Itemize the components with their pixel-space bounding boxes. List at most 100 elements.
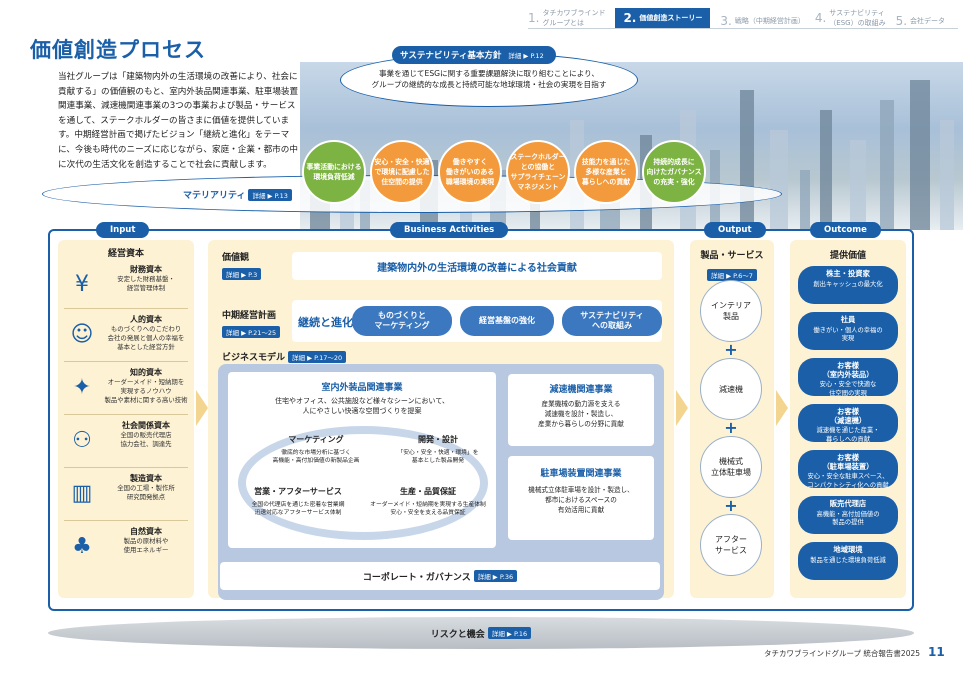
risk-opportunity-bar: リスクと機会詳細 ▶ P.16 [48, 617, 914, 649]
parking-desc: 機械式立体駐車場を設計・製造し、 都市におけるスペースの 有効活用に貢献 [528, 486, 634, 514]
outcome-item-7: 地域環境製品を通じた環境負荷低減 [798, 542, 898, 580]
model-ref[interactable]: 詳細 ▶ P.17〜20 [288, 351, 347, 363]
outcome-title: 販売代理店 [829, 499, 867, 508]
plan-ref[interactable]: 詳細 ▶ P.21〜25 [222, 326, 281, 338]
capital-divider [64, 361, 188, 362]
business-cycle-ring [238, 426, 488, 540]
nav-item-4[interactable]: 4.サステナビリティ （ESG）の取組み [815, 8, 886, 28]
capital-desc: ものづくりへのこだわり 会社の発展と個人の幸福を 基本とした経営方針 [107, 325, 185, 351]
outcome-desc: 減速機を通じた産業・ 暮らしへの貢献 [816, 427, 880, 443]
capital-3: ✦知的資本オーダーメイド・短納期を 実現するノウハウ 製品や素材に関する高い技術 [58, 362, 194, 414]
outcome-desc: 安心・安全で快適な 住空間の実現 [819, 381, 877, 397]
capital-text: 製造資本全国の工場・製作所 研究開発拠点 [102, 473, 190, 502]
output-ref[interactable]: 詳細 ▶ P.6〜7 [707, 269, 757, 281]
nav-label: 価値創造ストーリー [639, 14, 703, 22]
sustainability-ref[interactable]: 詳細 ▶ P.12 [504, 49, 548, 61]
materiality-item-3: 働きやすく 働きがいのある 職場環境の実現 [438, 140, 502, 204]
nav-num: 1. [528, 11, 540, 25]
outcome-title: 社員 [840, 315, 856, 324]
reducer-business-box: 減速機関連事業 産業機械の動力源を支える 減速機を設計・製造し、 産業から暮らし… [508, 374, 654, 446]
materiality-item-1: 事業活動における 環境負荷低減 [302, 140, 366, 204]
cycle-step-2: 開発・設計「安心・安全・快適・環境」を 基本とした製品開発 [378, 434, 498, 465]
cycle-step-1: マーケティング徹底的な市場分析に基づく 高機能・高付加価値の新製品企画 [256, 434, 376, 465]
value-statement: 建築物内外の生活環境の改善による社会貢献 [292, 252, 662, 280]
materiality-item-6: 持続的成長に 向けたガバナンス の充実・強化 [642, 140, 706, 204]
nav-label: 会社データ [910, 17, 946, 25]
arrow-business [676, 390, 688, 426]
materiality-title-text: マテリアリティ [183, 191, 246, 201]
output-item-4: アフター サービス [700, 514, 762, 576]
sustainability-text: 事業を通じてESGに関する重要課題解決に取り組むことにより、 グループの継続的な… [371, 69, 607, 89]
capital-6: ♣ 自然資本製品の原材料や 使用エネルギー [58, 521, 194, 573]
factory-icon: ▥ [71, 480, 93, 506]
risk-ref[interactable]: 詳細 ▶ P.16 [487, 627, 532, 639]
sustainability-title: サステナビリティ基本方針詳細 ▶ P.12 [392, 46, 556, 64]
outcome-title: 株主・投資家 [826, 269, 870, 278]
capital-divider [64, 520, 188, 521]
capital-text: 知的資本オーダーメイド・短納期を 実現するノウハウ 製品や素材に関する高い技術 [102, 367, 190, 405]
plan-theme: 継続と進化 [298, 316, 353, 329]
cycle-step-title: マーケティング [288, 435, 344, 444]
materiality-ref[interactable]: 詳細 ▶ P.13 [248, 189, 292, 201]
capital-5: ▥ 製造資本全国の工場・製作所 研究開発拠点 [58, 468, 194, 520]
nav-divider [528, 28, 958, 29]
nav-num: 5. [895, 14, 908, 28]
tree-icon: ♣ [72, 533, 92, 559]
plus-icon: + [724, 418, 738, 437]
outcome-item-3: お客様 （室内外装品）安心・安全で快適な 住空間の実現 [798, 358, 898, 397]
outcome-title: 地域環境 [833, 545, 863, 554]
building-shape [800, 170, 810, 230]
cycle-step-desc: オーダーメイド・短納期を実現する生産体制 安心・安全を支える品質保証 [370, 502, 486, 516]
capital-desc: 製品の原材料や 使用エネルギー [123, 537, 169, 554]
outcome-item-2: 社員働きがい・個人の幸福の 実現 [798, 312, 898, 350]
cycle-step-title: 生産・品質保証 [400, 487, 456, 496]
capital-desc: 全国の工場・製作所 研究開発拠点 [117, 484, 175, 501]
value-heading: 価値観 [222, 253, 250, 263]
governance-ref[interactable]: 詳細 ▶ P.36 [473, 570, 518, 582]
materiality-circles: 事業活動における 環境負荷低減安心・安全・快適 で環境に配慮した 住空間の提供働… [302, 140, 706, 204]
interior-desc: 住宅やオフィス、公共施設など様々なシーンにおいて、 人にやさしい快適な空間づくり… [275, 397, 449, 415]
capital-name: 社会関係資本 [122, 421, 170, 430]
outcome-item-4: お客様 （減速機） 減速機を通じた産業・ 暮らしへの貢献 [798, 404, 898, 443]
output-item-3: 機械式 立体駐車場 [700, 436, 762, 498]
nav-item-2[interactable]: 2.価値創造ストーリー [615, 8, 711, 28]
capital-text: 財務資本安定した財務基盤・ 経営管理体制 [102, 264, 190, 293]
capital-divider [64, 414, 188, 415]
outcome-heading: 提供価値 [829, 251, 866, 261]
nav-label: 戦略（中期経営計画） [734, 17, 805, 25]
nav-item-1[interactable]: 1.タチカワブラインド グループとは [528, 8, 605, 28]
output-item-1: インテリア 製品 [700, 280, 762, 342]
building-shape [770, 130, 788, 230]
materiality-item-4: ステークホルダー との協働と サプライチェーン マネジメント [506, 140, 570, 204]
cycle-step-desc: 徹底的な市場分析に基づく 高機能・高付加価値の新製品企画 [272, 450, 360, 464]
capital-name: 自然資本 [130, 527, 162, 536]
money-icon: ¥ [75, 271, 89, 297]
nav-num: 2. [623, 11, 637, 25]
materiality-item-2: 安心・安全・快適 で環境に配慮した 住空間の提供 [370, 140, 434, 204]
cycle-step-desc: 「安心・安全・快適・環境」を 基本とした製品開発 [397, 450, 479, 464]
cycle-step-3: 営業・アフターサービス全国の代理店を通じた密着な営業網 迅速対応なアフターサービ… [238, 486, 358, 517]
people-icon: ☺ [70, 321, 94, 347]
arrow-input [196, 390, 208, 426]
parking-title: 駐車場装置関連事業 [540, 469, 622, 479]
outcome-item-1: 株主・投資家創出キャッシュの最大化 [798, 266, 898, 304]
cycle-step-title: 開発・設計 [418, 435, 458, 444]
nav-item-3[interactable]: 3.戦略（中期経営計画） [720, 14, 804, 28]
output-label: Output [704, 222, 766, 238]
outcome-title: お客様 （減速機） [829, 407, 867, 425]
reducer-desc: 産業機械の動力源を支える 減速機を設計・製造し、 産業から暮らしの分野に貢献 [538, 400, 624, 428]
capital-text: 自然資本製品の原材料や 使用エネルギー [102, 526, 190, 555]
nav-item-5[interactable]: 5.会社データ [896, 14, 945, 28]
value-ref[interactable]: 詳細 ▶ P.3 [222, 268, 262, 280]
plan-item-1: ものづくりと マーケティング [352, 306, 452, 336]
outcome-item-5: お客様 （駐車場装置）安心・安全な駐車スペース、 コンパクトシティ化への貢献 [798, 450, 898, 489]
reducer-title: 減速機関連事業 [549, 385, 613, 395]
plan-item-3: サステナビリティ への取組み [562, 306, 662, 336]
cycle-step-4: 生産・品質保証オーダーメイド・短納期を実現する生産体制 安心・安全を支える品質保… [368, 486, 488, 517]
building-shape [880, 100, 894, 230]
outcome-desc: 高機能・高付加価値の 製品の提供 [816, 510, 880, 527]
footer-text: タチカワブラインドグループ 統合報告書2025 [764, 649, 921, 658]
outcome-title: お客様 （駐車場装置） [822, 453, 874, 471]
outcome-desc: 創出キャッシュの最大化 [813, 280, 883, 288]
interior-title: 室内外装品関連事業 [321, 383, 403, 393]
